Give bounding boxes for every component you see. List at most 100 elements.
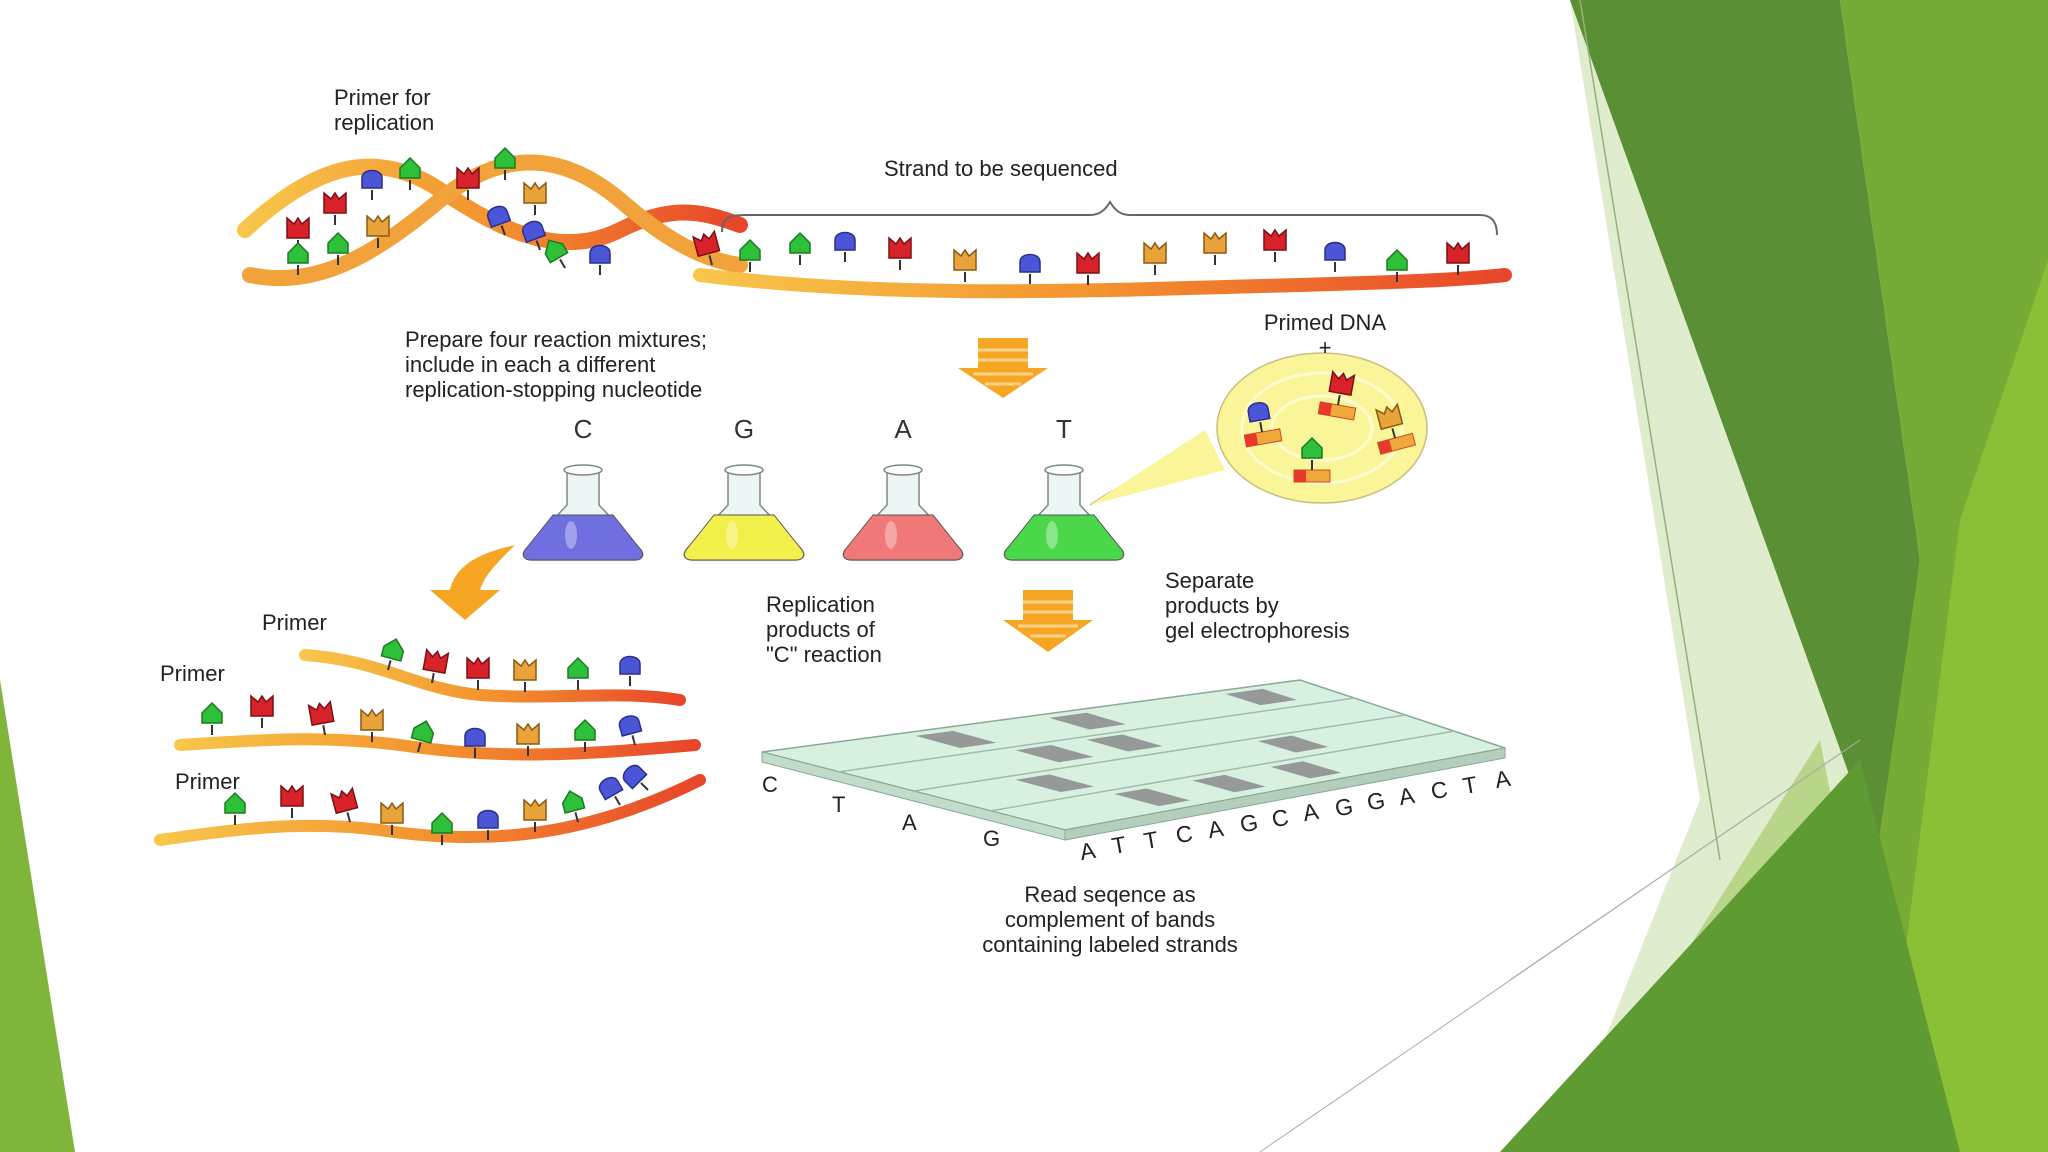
reaction-flasks bbox=[522, 464, 1125, 561]
label-replication-products: Replication products of "C" reaction bbox=[766, 592, 882, 667]
gel-band bbox=[1114, 788, 1190, 807]
gel-sequence-letter: A bbox=[1205, 814, 1226, 843]
primed-fragment bbox=[1317, 369, 1357, 421]
flask-letter-g: G bbox=[733, 414, 755, 444]
template-nucleotide bbox=[739, 238, 761, 272]
left-green-sliver bbox=[0, 680, 75, 1152]
flask-t bbox=[1003, 464, 1125, 561]
gel-sequence-letter: A bbox=[1492, 764, 1513, 794]
product-nucleotide bbox=[201, 701, 223, 735]
product-nucleotide bbox=[280, 784, 304, 818]
template-nucleotide bbox=[1076, 251, 1100, 285]
helix-nucleotide bbox=[523, 181, 547, 215]
gel-sequence-letter: T bbox=[1109, 831, 1129, 860]
gel-sequence-letter: A bbox=[1077, 836, 1098, 866]
template-nucleotide bbox=[888, 236, 912, 270]
helix-nucleotide bbox=[286, 216, 310, 250]
primed-fragment bbox=[1293, 436, 1331, 483]
product-nucleotide bbox=[567, 656, 589, 690]
label-read-sequence: Read seqence as complement of bands cont… bbox=[982, 882, 1238, 957]
template-nucleotide bbox=[1446, 241, 1470, 275]
product-nucleotide bbox=[380, 638, 405, 671]
flask-letter-c: C bbox=[573, 414, 593, 444]
gel-sequence-letter: T bbox=[1141, 825, 1160, 854]
gel-band bbox=[1192, 774, 1266, 793]
gel-sequence-letter: T bbox=[1460, 770, 1480, 799]
gel-lane-letter-c: C bbox=[762, 772, 778, 797]
gel-band bbox=[915, 730, 997, 748]
label-primed-dna: Primed DNA + bbox=[1263, 310, 1387, 360]
thin-rule-1 bbox=[1579, 0, 1721, 861]
helix-nucleotide bbox=[589, 244, 611, 275]
helix-nucleotide bbox=[456, 166, 480, 200]
product-nucleotide bbox=[224, 791, 246, 825]
helix-nucleotide bbox=[487, 205, 512, 236]
primed-dna-callout bbox=[1089, 352, 1428, 506]
thin-rule-3 bbox=[1509, 739, 1861, 981]
product-nucleotide bbox=[329, 786, 359, 823]
gel-slab bbox=[761, 679, 1506, 841]
gel-band bbox=[1225, 688, 1297, 706]
product-nucleotide bbox=[523, 798, 547, 832]
template-nucleotide bbox=[1203, 231, 1227, 265]
product-nucleotide bbox=[307, 699, 335, 736]
gel-band bbox=[1270, 761, 1342, 779]
curved-arrow-left bbox=[430, 545, 515, 620]
fragment-nucleotide bbox=[1374, 402, 1404, 439]
template-nucleotide bbox=[789, 231, 811, 265]
template-nucleotide bbox=[953, 248, 977, 282]
flask-g bbox=[683, 464, 805, 561]
helix-nucleotide bbox=[544, 239, 569, 269]
product-nucleotide bbox=[410, 720, 435, 753]
product-nucleotide bbox=[477, 809, 499, 840]
template-strand bbox=[693, 268, 1512, 299]
helix-nucleotide bbox=[366, 214, 390, 248]
fragment-nucleotide bbox=[1328, 369, 1356, 406]
product-nucleotide bbox=[360, 708, 384, 742]
primed-fragment bbox=[1374, 402, 1417, 455]
helix-nucleotide bbox=[361, 169, 383, 200]
product-nucleotide bbox=[561, 790, 586, 823]
flask-letter-a: A bbox=[894, 414, 912, 444]
product-nucleotide bbox=[464, 727, 486, 758]
strand-brace bbox=[721, 200, 1498, 236]
template-nucleotide bbox=[1263, 228, 1287, 262]
product-nucleotides bbox=[201, 638, 649, 845]
gel-band bbox=[1086, 734, 1163, 752]
helix-nucleotide bbox=[399, 156, 421, 190]
product-nucleotide bbox=[513, 658, 537, 692]
label-primer-1: Primer bbox=[262, 610, 327, 635]
gel-sequence-letter: C bbox=[1173, 820, 1195, 849]
label-primer-3: Primer bbox=[175, 769, 240, 794]
arrow-down-separate bbox=[1003, 590, 1093, 652]
helix-nucleotide bbox=[522, 220, 547, 251]
product-nucleotide bbox=[250, 694, 274, 728]
product-nucleotide bbox=[619, 655, 641, 686]
template-nucleotide bbox=[1324, 241, 1346, 272]
gel-lane-letter-g: G bbox=[983, 826, 1001, 851]
gel-bands bbox=[915, 688, 1342, 807]
helix-nucleotide bbox=[323, 191, 347, 225]
gel-band bbox=[1049, 712, 1126, 730]
gel-sequence-letter: G bbox=[1237, 808, 1260, 838]
product-nucleotide bbox=[466, 656, 490, 690]
right-green-bright-panel bbox=[1880, 260, 2048, 1152]
template-nucleotide bbox=[1386, 248, 1408, 282]
product-nucleotide bbox=[516, 722, 540, 756]
primed-dna-fragments bbox=[1243, 369, 1417, 483]
label-prepare-mixtures: Prepare four reaction mixtures; include … bbox=[405, 327, 708, 402]
product-nucleotide bbox=[598, 776, 624, 806]
gel-sequence-letter: C bbox=[1269, 803, 1291, 833]
right-green-dark-panel bbox=[1570, 0, 1920, 860]
template-nucleotide bbox=[691, 229, 721, 266]
fragment-nucleotide bbox=[1301, 436, 1323, 470]
product-nucleotide bbox=[618, 715, 643, 746]
helix-nucleotide bbox=[327, 231, 349, 265]
label-primer-for-replication: Primer for replication bbox=[334, 85, 435, 135]
gel-sequence-letter: G bbox=[1333, 792, 1356, 822]
label-primer-2: Primer bbox=[160, 661, 225, 686]
helix-nucleotide bbox=[494, 146, 516, 180]
